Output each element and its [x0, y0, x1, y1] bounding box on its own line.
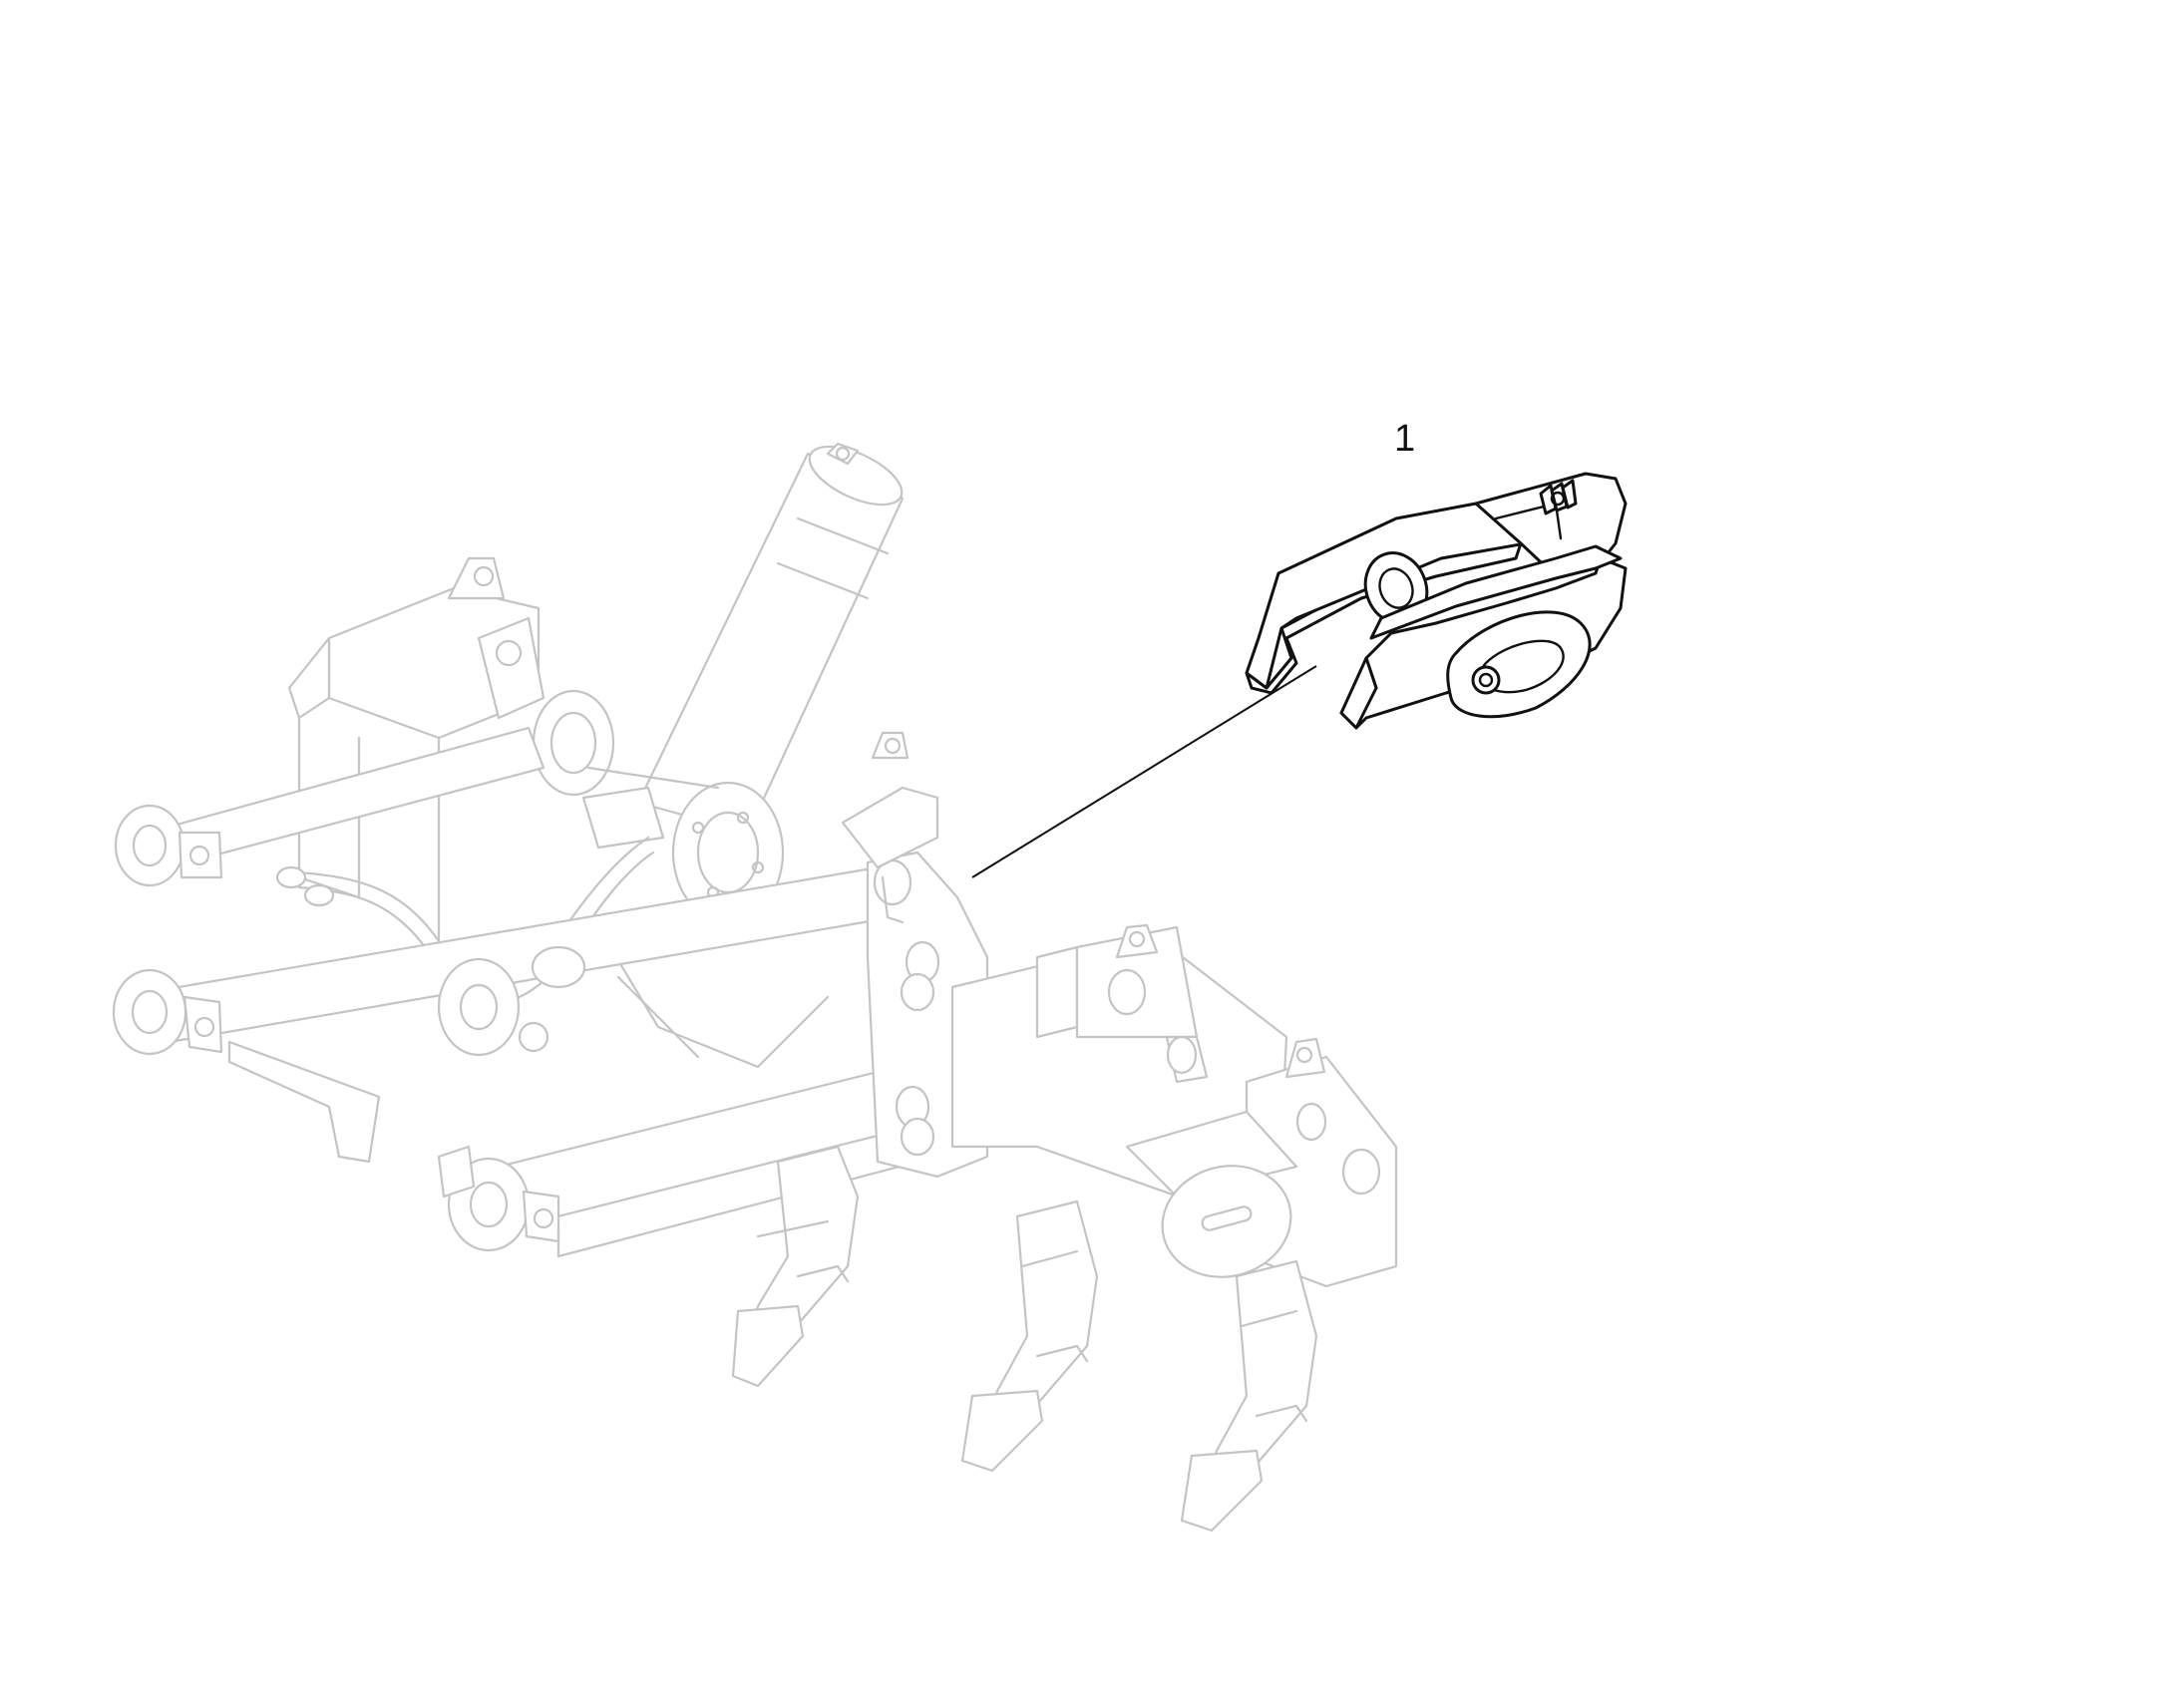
main-crossbeam — [950, 923, 1398, 1288]
middle-link-arm — [112, 865, 895, 1164]
ripper-assembly — [112, 442, 1398, 1533]
hydraulic-cylinder — [636, 442, 905, 835]
lower-link-arm — [437, 1055, 954, 1258]
callout-label: 1 — [1394, 418, 1415, 460]
ripper-shank-center — [960, 1199, 1099, 1473]
mounting-bracket-part — [1245, 472, 1628, 730]
upper-control-arm — [114, 726, 545, 887]
ripper-shank-right — [1180, 1259, 1318, 1533]
callout-leader-line — [971, 665, 1317, 878]
ripper-shank-left — [731, 1145, 860, 1388]
